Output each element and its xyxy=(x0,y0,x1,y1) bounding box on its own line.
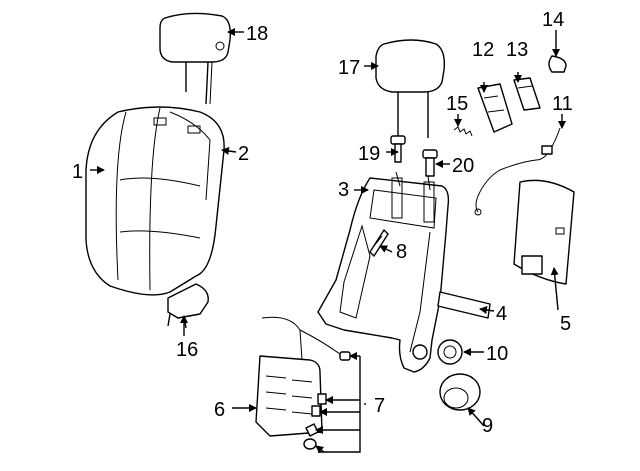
callout-13: 13 xyxy=(506,39,528,61)
knob-part xyxy=(437,339,463,365)
callout-10: 10 xyxy=(486,343,508,365)
rod-part xyxy=(437,291,491,319)
headrest-top-part xyxy=(159,12,232,105)
trim-piece-13-part xyxy=(513,77,541,111)
callout-labels: 18 1 2 16 17 19 20 15 3 8 12 13 14 11 5 … xyxy=(72,9,573,437)
callout-16: 16 xyxy=(176,339,198,361)
spring-part xyxy=(453,126,473,137)
trim-piece-12-part xyxy=(477,83,513,133)
headrest-part xyxy=(375,39,446,138)
callout-12: 12 xyxy=(472,39,494,61)
callout-1: 1 xyxy=(72,161,83,183)
callout-15: 15 xyxy=(446,93,468,115)
cable-part xyxy=(474,127,561,216)
callout-2: 2 xyxy=(238,143,249,165)
back-panel-part xyxy=(513,179,575,285)
callout-5: 5 xyxy=(560,313,571,335)
guide-19-part xyxy=(390,135,406,163)
callout-20: 20 xyxy=(452,155,474,177)
callout-17: 17 xyxy=(338,57,360,79)
cap-14-part xyxy=(548,55,567,73)
seat-back-frame-part xyxy=(317,171,450,373)
leader-lines xyxy=(90,28,566,454)
callout-3: 3 xyxy=(338,179,349,201)
callout-18: 18 xyxy=(246,23,268,45)
callout-11: 11 xyxy=(552,93,573,115)
callout-8: 8 xyxy=(396,241,407,263)
lower-bracket-part xyxy=(167,283,209,329)
wheel-part xyxy=(439,373,481,411)
callout-14: 14 xyxy=(542,9,564,31)
seat-back-cover-part xyxy=(85,106,225,296)
callout-9: 9 xyxy=(482,415,493,437)
callout-4: 4 xyxy=(496,303,507,325)
clip-part xyxy=(369,229,389,257)
guide-20-part xyxy=(422,149,438,177)
lumbar-support-part xyxy=(255,316,341,437)
callout-19: 19 xyxy=(358,143,380,165)
callout-6: 6 xyxy=(214,399,225,421)
callout-7: 7 xyxy=(374,395,385,417)
